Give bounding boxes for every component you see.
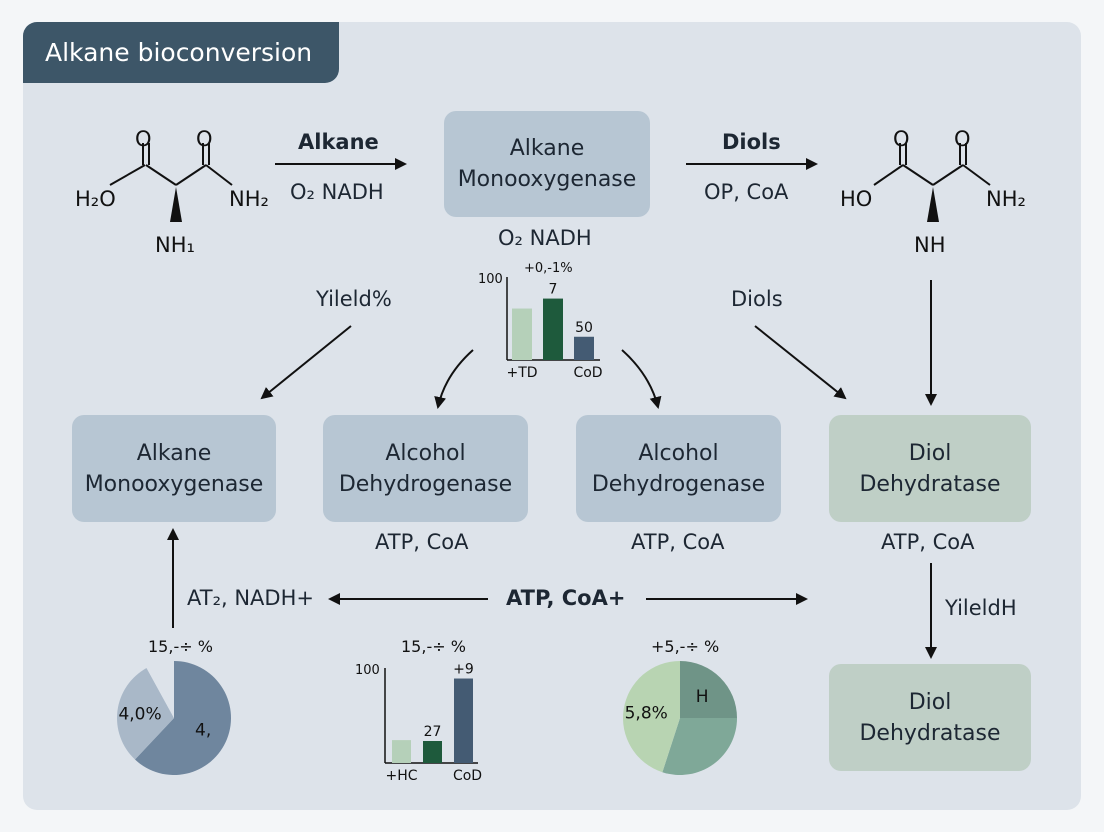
yield-label: Yileld% [316,287,392,311]
bar-value-label: +9 [453,662,474,678]
pie-chart-right: +5,-÷ % H 5,8% [623,637,737,775]
arrow-diols-label: Diols [722,130,781,154]
bar-category-label: CoD [573,365,602,381]
enzyme-diol-dehydratase-2: Diol Dehydratase [829,664,1031,771]
pie-slice-2 [623,661,680,773]
cofactor-label-2: ATP, CoA [631,530,725,554]
pie-slice-label: H [696,687,709,707]
enzyme-alkane-monooxygenase-top: Alkane Monooxygenase [444,111,650,217]
pie-slice-label: 4, [195,721,211,741]
arrow-curve-left [434,349,474,409]
bottom-right-label: YileldH [945,596,1017,620]
atom-o: O [893,127,910,151]
bar-1 [423,741,442,763]
molecule-right: O O HO NH₂ NH [840,127,1026,257]
box-line2: Dehydrogenase [591,471,766,497]
bar-category-label: CoD [453,768,482,784]
bar-0 [512,308,532,360]
enzyme-name-line2: Monooxygenase [457,167,637,192]
enzyme-diol-dehydratase-1: Diol Dehydratase [829,415,1031,522]
cofactor-label-3: ATP, CoA [881,530,975,554]
box-line2: Monooxygenase [84,471,264,497]
atom-nh: NH₁ [155,233,195,257]
bar-value-label: 27 [424,724,442,740]
atom-nh2: NH₂ [986,187,1026,211]
pie-slice-0 [134,661,231,775]
box-line1: Alcohol [638,440,719,466]
pie-chart-top-label: +5,-÷ % [651,637,719,656]
arrow-diols-right [754,325,847,400]
pie-slice-1 [117,668,174,760]
bar-chart-top-label: 15,-÷ % [401,637,466,656]
atom-nh2: NH₂ [229,187,269,211]
bar-value-label: 7 [549,282,558,298]
atom-o: O [196,127,213,151]
bar-value-label: 50 [575,320,593,336]
bar-chart-ytick: 100 [355,663,380,678]
diols-mid-label: Diols [731,287,783,311]
bar-chart-ytick: 100 [478,272,503,287]
arrow-alkane-label: Alkane [298,130,379,154]
diagram-title: Alkane bioconversion [23,22,339,83]
bar-1 [543,298,563,360]
atom-nh: NH [914,233,946,257]
arrow-diols-sub: OP, CoA [704,180,789,204]
bar-chart-top-label: +0,-1% [524,261,573,276]
atom-o: O [135,127,152,151]
pie-slice-label: 4,0% [118,705,161,725]
arrow-alkane-sub: O₂ NADH [290,180,384,204]
bar-category-label: +TD [506,365,537,381]
below-enzyme-label: O₂ NADH [498,226,592,250]
pie-slice-2 [146,661,174,718]
box-line1: Diol [908,440,952,466]
bar-2 [454,678,473,763]
box-line1: Alcohol [385,440,466,466]
enzyme-alkane-monooxygenase: Alkane Monooxygenase [72,415,276,522]
box-line2: Dehydratase [859,471,1001,497]
arrow-yield-left [260,325,352,400]
box-line2: Dehydrogenase [338,471,513,497]
pie-chart-top-label: 15,-÷ % [148,637,213,656]
pie-slice-0 [680,661,737,718]
enzyme-alcohol-dehydrogenase-1: Alcohol Dehydrogenase [323,415,528,522]
bar-0 [392,740,411,763]
atom-o: O [954,127,971,151]
molecule-left: O O H₂O NH₂ NH₁ [75,127,269,257]
box-line2: Dehydratase [859,720,1001,746]
box-line1: Alkane [136,440,212,466]
bar-category-label: +HC [385,768,417,784]
bottom-center-label: ATP, CoA+ [506,586,626,610]
atom-h2o: H₂O [75,187,116,211]
enzyme-alcohol-dehydrogenase-2: Alcohol Dehydrogenase [576,415,781,522]
pie-slice-1 [662,718,737,775]
box-line1: Diol [908,689,952,715]
cofactor-label-1: ATP, CoA [375,530,469,554]
atom-ho: HO [840,187,872,211]
bottom-left-label: AT₂, NADH+ [187,586,314,610]
enzyme-name-line1: Alkane [509,136,585,161]
pie-slice-label: 5,8% [625,704,668,724]
bar-2 [574,336,594,360]
pie-chart-left: 15,-÷ % 4, 4,0% [117,637,231,775]
arrow-curve-right [621,349,662,409]
